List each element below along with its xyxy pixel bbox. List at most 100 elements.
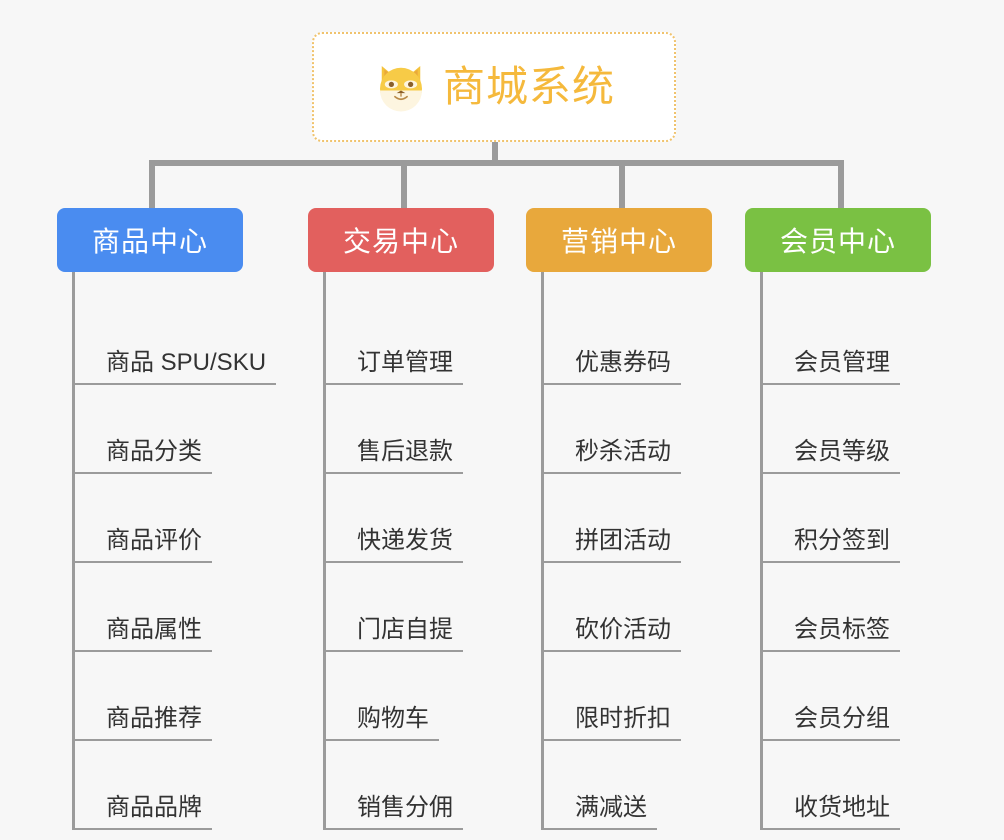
leaf-item-underline (323, 561, 463, 563)
root-title: 商城系统 (442, 63, 615, 110)
leaf-item-underline (541, 472, 681, 474)
leaf-item[interactable]: 快递发货 (323, 474, 494, 563)
leaf-item-underline (760, 828, 900, 830)
leaf-item-underline (541, 383, 681, 385)
category-items: 商品 SPU/SKU 商品分类商品评价商品属性商品推荐商品品牌 (72, 272, 276, 830)
leaf-item-label: 售后退款 (357, 437, 453, 465)
leaf-item-underline (72, 739, 212, 741)
connector-trunk (72, 272, 75, 830)
connector-trunk (760, 272, 763, 830)
connector-trunk (541, 272, 544, 830)
leaf-item-underline (541, 828, 657, 830)
leaf-item-label: 秒杀活动 (575, 437, 671, 465)
leaf-item[interactable]: 积分签到 (760, 474, 931, 563)
leaf-item[interactable]: 优惠券码 (541, 296, 712, 385)
leaf-item-label: 快递发货 (357, 526, 453, 554)
category-items: 会员管理会员等级积分签到会员标签会员分组收货地址 (760, 272, 931, 830)
leaf-item[interactable]: 购物车 (323, 652, 494, 741)
connector-drop-3 (619, 160, 625, 208)
leaf-item[interactable]: 商品分类 (72, 385, 243, 474)
category-header[interactable]: 营销中心 (526, 208, 712, 272)
leaf-item-underline (72, 650, 212, 652)
category-label: 交易中心 (342, 226, 459, 257)
leaf-item-label: 收货地址 (794, 793, 890, 821)
leaf-item-label: 积分签到 (794, 526, 890, 554)
leaf-item-label: 满减送 (575, 793, 647, 821)
leaf-item[interactable]: 限时折扣 (541, 652, 712, 741)
leaf-item-underline (72, 561, 212, 563)
category-header[interactable]: 交易中心 (308, 208, 494, 272)
leaf-item-label: 砍价活动 (575, 615, 671, 643)
leaf-item-underline (760, 739, 900, 741)
leaf-item-label: 会员分组 (794, 704, 890, 732)
root-node[interactable]: 商城系统 (312, 32, 676, 142)
leaf-item[interactable]: 满减送 (541, 741, 712, 830)
leaf-item[interactable]: 商品推荐 (72, 652, 243, 741)
leaf-item[interactable]: 售后退款 (323, 385, 494, 474)
leaf-item[interactable]: 商品评价 (72, 474, 243, 563)
leaf-item-label: 商品 SPU/SKU (106, 348, 267, 376)
leaf-item-underline (541, 561, 681, 563)
connector-trunk (323, 272, 326, 830)
category-label: 商品中心 (91, 226, 208, 257)
leaf-item[interactable]: 收货地址 (760, 741, 931, 830)
category-column: 商品中心商品 SPU/SKU 商品分类商品评价商品属性商品推荐商品品牌 (57, 208, 276, 830)
connector-drop-1 (149, 160, 155, 208)
leaf-item[interactable]: 会员标签 (760, 563, 931, 652)
category-items: 订单管理售后退款快递发货门店自提购物车销售分佣 (323, 272, 494, 830)
leaf-item-label: 商品推荐 (106, 704, 202, 732)
leaf-item-label: 商品属性 (106, 615, 202, 643)
leaf-item-label: 销售分佣 (357, 793, 453, 821)
leaf-item-underline (323, 383, 463, 385)
category-label: 会员中心 (779, 226, 896, 257)
leaf-item-label: 商品品牌 (106, 793, 202, 821)
leaf-item[interactable]: 商品品牌 (72, 741, 243, 830)
leaf-item-label: 会员标签 (794, 615, 890, 643)
leaf-item-underline (323, 739, 439, 741)
leaf-item[interactable]: 会员等级 (760, 385, 931, 474)
leaf-item-underline (323, 828, 463, 830)
leaf-item[interactable]: 门店自提 (323, 563, 494, 652)
leaf-item-underline (760, 383, 900, 385)
leaf-item-underline (760, 650, 900, 652)
category-column: 营销中心优惠券码秒杀活动拼团活动砍价活动限时折扣满减送 (526, 208, 712, 830)
leaf-item-underline (72, 383, 276, 385)
leaf-item-label: 会员等级 (794, 437, 890, 465)
leaf-item[interactable]: 会员分组 (760, 652, 931, 741)
leaf-item-label: 限时折扣 (575, 704, 671, 732)
leaf-item-underline (323, 650, 463, 652)
leaf-item-underline (760, 561, 900, 563)
connector-horizontal-bus (149, 160, 844, 166)
leaf-item-label: 优惠券码 (575, 348, 671, 376)
connector-drop-2 (401, 160, 407, 208)
leaf-item[interactable]: 砍价活动 (541, 563, 712, 652)
category-column: 交易中心订单管理售后退款快递发货门店自提购物车销售分佣 (308, 208, 494, 830)
category-header[interactable]: 会员中心 (745, 208, 931, 272)
connector-root-stem (492, 142, 498, 163)
leaf-item[interactable]: 拼团活动 (541, 474, 712, 563)
leaf-item-label: 购物车 (357, 704, 429, 732)
leaf-item-label: 商品分类 (106, 437, 202, 465)
leaf-item[interactable]: 秒杀活动 (541, 385, 712, 474)
leaf-item-label: 订单管理 (357, 348, 453, 376)
leaf-item-underline (72, 828, 212, 830)
leaf-item-underline (541, 650, 681, 652)
leaf-item[interactable]: 订单管理 (323, 296, 494, 385)
shiba-dog-face-icon (379, 66, 422, 112)
leaf-item[interactable]: 商品属性 (72, 563, 243, 652)
connector-drop-4 (838, 160, 844, 208)
leaf-item-underline (323, 472, 463, 474)
leaf-item-label: 商品评价 (106, 526, 202, 554)
leaf-item-label: 门店自提 (357, 615, 453, 643)
leaf-item-label: 会员管理 (794, 348, 890, 376)
category-header[interactable]: 商品中心 (57, 208, 243, 272)
leaf-item-underline (541, 739, 681, 741)
category-column: 会员中心会员管理会员等级积分签到会员标签会员分组收货地址 (745, 208, 931, 830)
leaf-item-underline (72, 472, 212, 474)
leaf-item[interactable]: 销售分佣 (323, 741, 494, 830)
leaf-item[interactable]: 商品 SPU/SKU (72, 296, 276, 385)
leaf-item[interactable]: 会员管理 (760, 296, 931, 385)
category-items: 优惠券码秒杀活动拼团活动砍价活动限时折扣满减送 (541, 272, 712, 830)
leaf-item-label: 拼团活动 (575, 526, 671, 554)
